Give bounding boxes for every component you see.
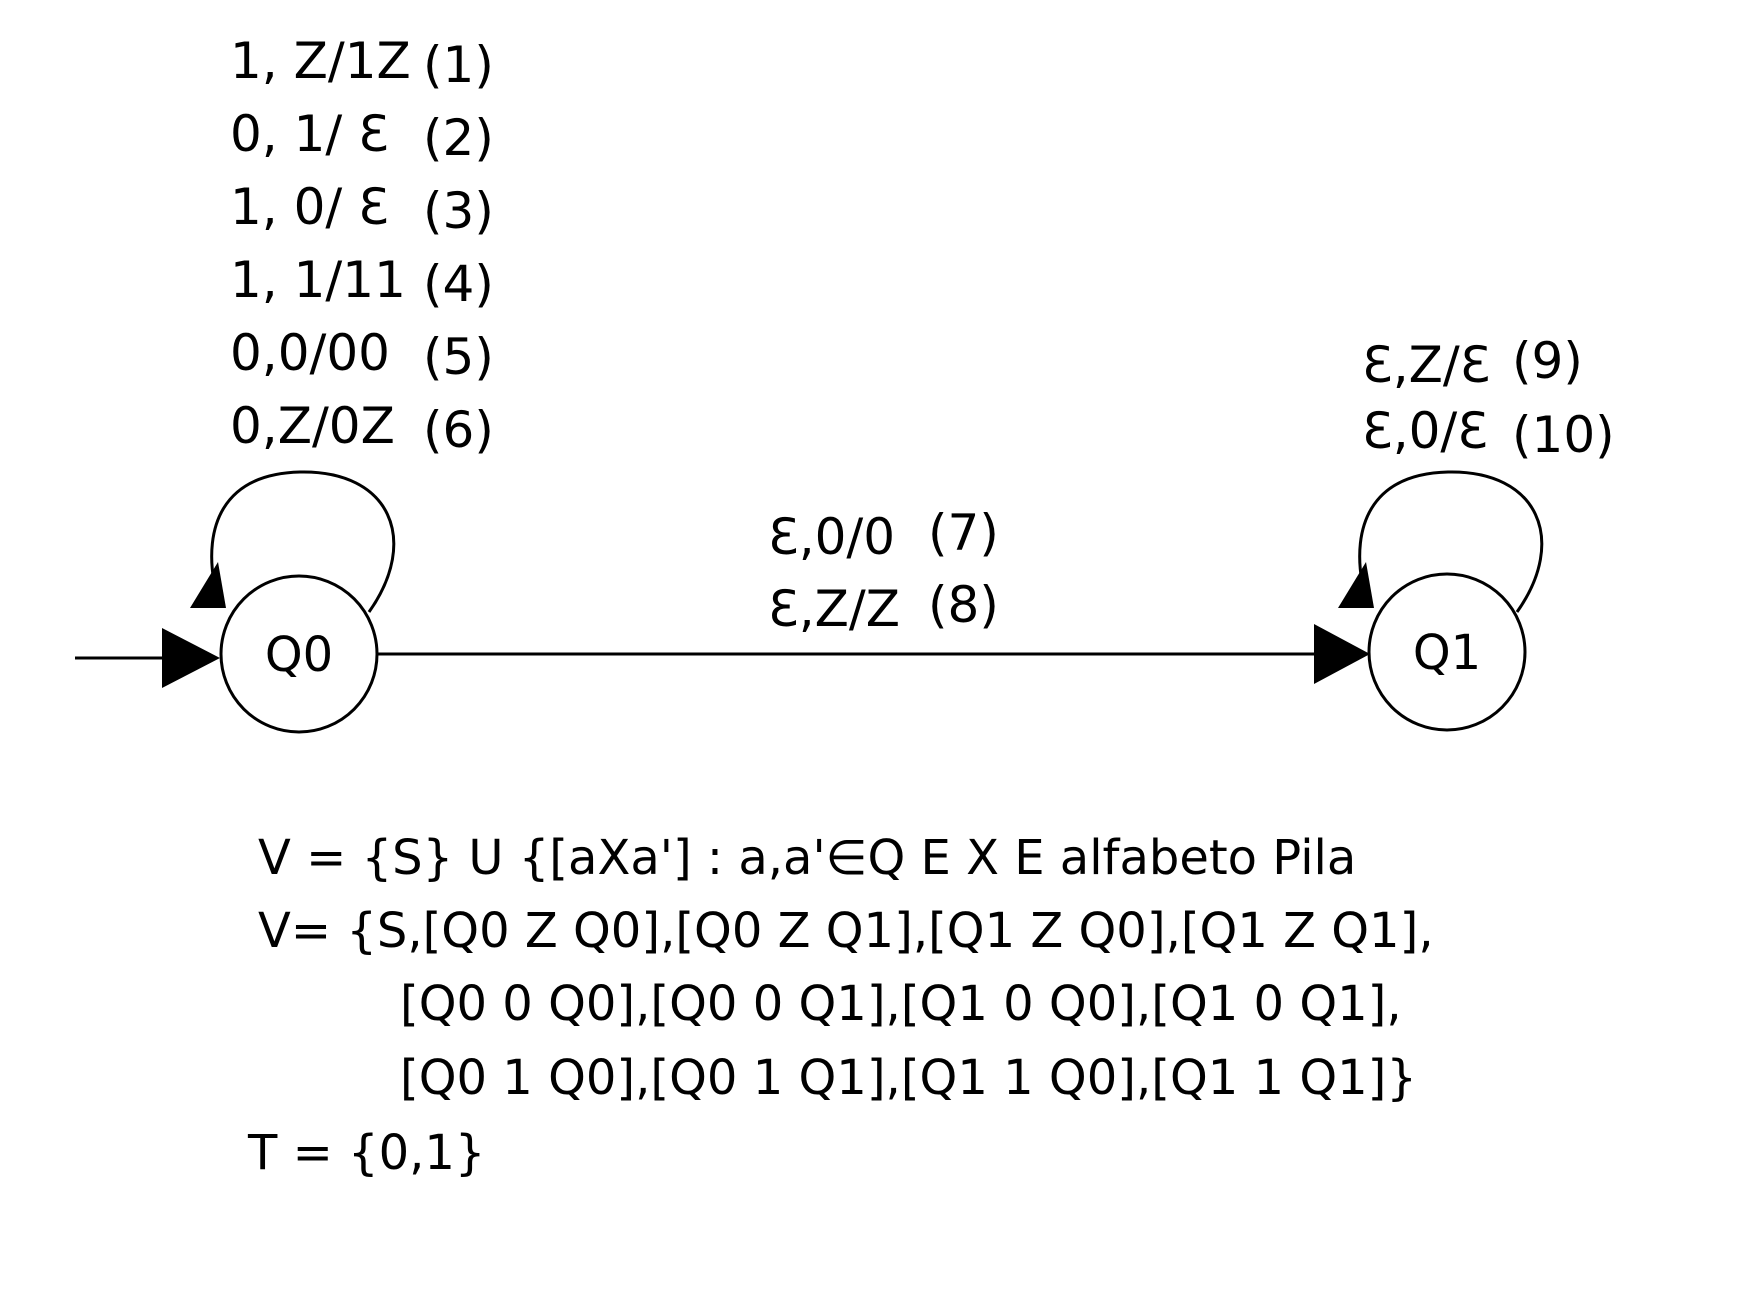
state-q0-label: Q0 bbox=[265, 627, 333, 683]
definition-v-list-2: [Q0 0 Q0],[Q0 0 Q1],[Q1 0 Q0],[Q1 0 Q1], bbox=[400, 976, 1402, 1032]
state-q1-label: Q1 bbox=[1413, 625, 1481, 681]
self-loop-q0 bbox=[190, 470, 396, 613]
loop-q1-rules: Ɛ,Z/Ɛ (9) Ɛ,0/Ɛ (10) bbox=[1362, 332, 1615, 464]
rule-4-number: (4) bbox=[423, 255, 494, 313]
rule-3-number: (3) bbox=[423, 182, 494, 240]
edge-q0-q1-rules: Ɛ,0/0 (7) Ɛ,Z/Z (8) bbox=[768, 504, 999, 638]
rule-6-number: (6) bbox=[423, 401, 494, 459]
rule-7-number: (7) bbox=[928, 504, 999, 562]
definition-v-list-1: V= {S,[Q0 Z Q0],[Q0 Z Q1],[Q1 Z Q0],[Q1 … bbox=[258, 903, 1434, 959]
definition-t: T = {0,1} bbox=[248, 1125, 486, 1181]
rule-6-text: 0,Z/0Z bbox=[230, 397, 395, 455]
rule-1-number: (1) bbox=[423, 36, 494, 94]
rule-9-text: Ɛ,Z/Ɛ bbox=[1362, 336, 1490, 394]
rule-2-text: 0, 1/ Ɛ bbox=[230, 105, 389, 163]
rule-9-number: (9) bbox=[1512, 332, 1583, 390]
rule-5-number: (5) bbox=[423, 328, 494, 386]
definition-v-general: V = {S} U {[aXa'] : a,a'∈Q E X E alfabet… bbox=[258, 830, 1357, 886]
start-arrow bbox=[75, 628, 220, 688]
loop-q0-rules: 1, Z/1Z (1) 0, 1/ Ɛ (2) 1, 0/ Ɛ (3) 1, 1… bbox=[230, 32, 494, 459]
edge-q0-q1 bbox=[378, 624, 1370, 684]
rule-3-text: 1, 0/ Ɛ bbox=[230, 178, 389, 236]
state-q0[interactable]: Q0 bbox=[219, 574, 379, 734]
rule-5-text: 0,0/00 bbox=[230, 324, 390, 382]
definition-v-list-3: [Q0 1 Q0],[Q0 1 Q1],[Q1 1 Q0],[Q1 1 Q1]} bbox=[400, 1050, 1417, 1106]
rule-2-number: (2) bbox=[423, 109, 494, 167]
state-q1[interactable]: Q1 bbox=[1367, 572, 1527, 732]
rule-8-text: Ɛ,Z/Z bbox=[768, 580, 900, 638]
rule-4-text: 1, 1/11 bbox=[230, 251, 406, 309]
rule-10-number: (10) bbox=[1512, 406, 1615, 464]
self-loop-q1 bbox=[1338, 470, 1544, 613]
rule-10-text: Ɛ,0/Ɛ bbox=[1362, 402, 1488, 460]
rule-7-text: Ɛ,0/0 bbox=[768, 508, 895, 566]
rule-8-number: (8) bbox=[928, 576, 999, 634]
rule-1-text: 1, Z/1Z bbox=[230, 32, 411, 90]
